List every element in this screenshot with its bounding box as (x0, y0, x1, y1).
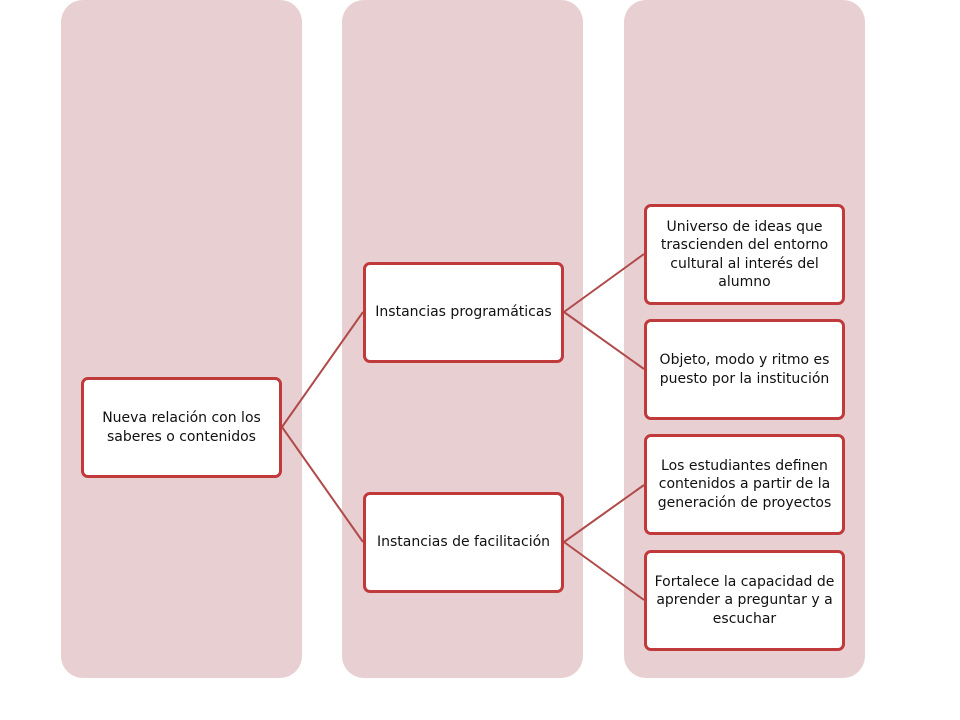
node-estudiantes-definen-label: Los estudiantes definen contenidos a par… (657, 457, 832, 511)
connector-facilitacion-fortalece (563, 541, 645, 601)
connector-root-programaticas (281, 311, 364, 428)
connector-facilitacion-estudiantes (563, 484, 645, 543)
connector-programaticas-objeto (563, 311, 645, 370)
node-universo-ideas-label: Universo de ideas que trascienden del en… (660, 218, 829, 290)
column-level-1 (61, 0, 302, 678)
node-fortalece-capacidad: Fortalece la capacidad de aprender a pre… (644, 550, 845, 651)
node-instancias-programaticas-label: Instancias programáticas (375, 304, 552, 321)
root-node-label: Nueva relación con los saberes o conteni… (102, 410, 261, 445)
node-estudiantes-definen: Los estudiantes definen contenidos a par… (644, 434, 845, 535)
node-universo-ideas: Universo de ideas que trascienden del en… (644, 204, 845, 305)
connector-programaticas-universo (563, 253, 645, 313)
node-instancias-facilitacion-label: Instancias de facilitación (376, 534, 551, 551)
node-instancias-programaticas: Instancias programáticas (363, 262, 564, 363)
root-node: Nueva relación con los saberes o conteni… (81, 377, 282, 478)
node-objeto-modo-ritmo: Objeto, modo y ritmo es puesto por la in… (644, 319, 845, 420)
node-objeto-modo-ritmo-label: Objeto, modo y ritmo es puesto por la in… (659, 352, 830, 387)
node-instancias-facilitacion: Instancias de facilitación (363, 492, 564, 593)
connector-root-facilitacion (281, 426, 364, 543)
node-fortalece-capacidad-label: Fortalece la capacidad de aprender a pre… (654, 573, 835, 627)
